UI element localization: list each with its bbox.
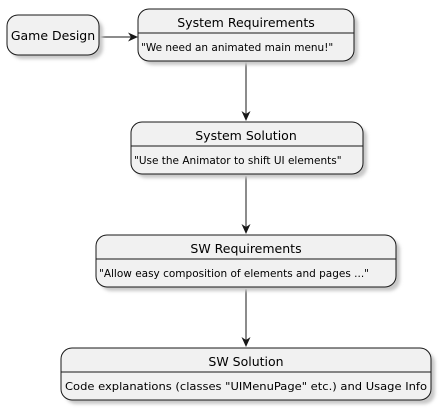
edge-sw-requirements-to-sw-solution: [241, 289, 251, 347]
node-sw-solution-title: SW Solution: [208, 354, 283, 369]
node-game-design: Game Design: [6, 14, 103, 59]
node-system-requirements-body: "We need an animated main menu!": [141, 42, 333, 54]
edge-system-solution-to-sw-requirements: [241, 176, 251, 234]
node-system-solution-title: System Solution: [195, 128, 297, 143]
edge-game-design-to-system-requirements: [100, 32, 138, 42]
node-sw-requirements: SW Requirements "Allow easy composition …: [95, 234, 400, 291]
node-system-solution: System Solution "Use the Animator to shi…: [130, 121, 367, 178]
node-sw-requirements-title: SW Requirements: [190, 241, 301, 256]
node-sw-solution-body: Code explanations (classes "UIMenuPage" …: [65, 381, 427, 393]
node-system-requirements-title: System Requirements: [177, 15, 315, 30]
node-game-design-title: Game Design: [11, 28, 95, 43]
edges: [100, 32, 251, 347]
node-sw-solution: SW Solution Code explanations (classes "…: [60, 347, 435, 404]
node-system-solution-body: "Use the Animator to shift UI elements": [134, 155, 342, 167]
edge-system-requirements-to-system-solution: [241, 62, 251, 121]
node-sw-requirements-body: "Allow easy composition of elements and …: [99, 268, 369, 280]
node-system-requirements: System Requirements "We need an animated…: [137, 8, 358, 65]
